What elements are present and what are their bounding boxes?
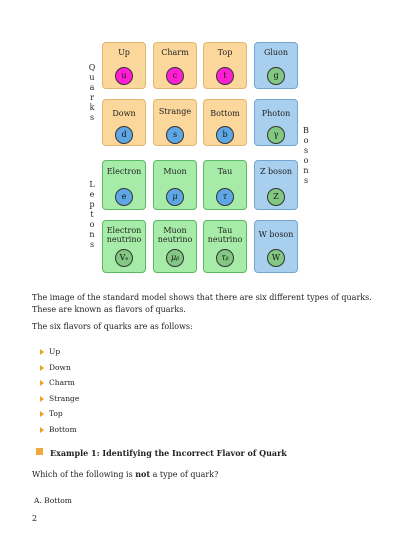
bullet-arrow-icon [40, 380, 44, 386]
card-name-line1: Tau [217, 226, 233, 235]
card-electron: Electron e [102, 160, 146, 210]
card-name: Electron [106, 167, 142, 176]
card-name: Strange [158, 107, 192, 116]
particle-symbol: d [115, 126, 133, 144]
card-name: Electron neutrino [103, 226, 145, 244]
particle-symbol: b [216, 126, 234, 144]
card-photon: Photon γ [254, 99, 298, 146]
bullet-arrow-icon [40, 349, 44, 355]
card-strange-quark: Strange s [153, 99, 197, 146]
card-name: Down [112, 109, 136, 118]
card-name: Gluon [263, 48, 289, 57]
quarks-label: Q u a r k s [88, 63, 96, 122]
bosons-label: B o s o n s [303, 126, 309, 185]
example-square-icon [36, 448, 43, 455]
particle-symbol: τ [216, 188, 234, 206]
card-z-boson: Z boson Z [254, 160, 298, 210]
list-item: Top [40, 406, 79, 422]
card-name: Charm [161, 48, 189, 57]
particle-symbol: μ [166, 188, 184, 206]
page-number: 2 [32, 514, 38, 523]
card-name: Photon [261, 109, 291, 118]
card-name: Top [217, 48, 233, 57]
card-name-line1: Electron [106, 226, 142, 235]
particle-symbol: e [115, 188, 133, 206]
particle-symbol: u [115, 67, 133, 85]
card-w-boson: W boson W [254, 220, 298, 273]
bullet-arrow-icon [40, 426, 44, 433]
particle-symbol: s [166, 126, 184, 144]
list-item: Strange [40, 391, 79, 407]
particle-symbol: W [267, 249, 285, 267]
card-name: Muon neutrino [154, 226, 196, 244]
card-name: Up [118, 48, 130, 57]
list-item: Up [40, 344, 79, 360]
card-muon-neutrino: Muon neutrino μᵦ [153, 220, 197, 273]
bullet-arrow-icon [40, 364, 44, 371]
card-name: Tau [217, 167, 233, 176]
particle-symbol: Z [267, 188, 285, 206]
card-name: W boson [258, 230, 294, 239]
card-name: Bottom [210, 109, 240, 118]
card-top-quark: Top t [203, 42, 247, 89]
particle-symbol: Vₑ [115, 249, 133, 267]
intro-paragraph: The image of the standard model shows th… [32, 293, 372, 314]
card-electron-neutrino: Electron neutrino Vₑ [102, 220, 146, 273]
card-down-quark: Down d [102, 99, 146, 146]
flavors-intro: The six flavors of quarks are as follows… [32, 322, 193, 331]
card-tau: Tau τ [203, 160, 247, 210]
bullet-arrow-icon [40, 395, 44, 402]
particle-symbol: t [216, 67, 234, 85]
card-name-line2: neutrino [106, 235, 142, 244]
card-name: Z boson [259, 167, 293, 176]
list-item: Down [40, 360, 79, 376]
particle-symbol: μᵦ [166, 249, 184, 267]
particle-symbol: γ [267, 126, 285, 144]
answer-option-a[interactable]: A. Bottom [34, 496, 72, 505]
list-item: Bottom [40, 422, 79, 438]
question-text: Which of the following is not a type of … [32, 469, 219, 479]
particle-symbol: g [267, 67, 285, 85]
card-name-line1: Muon [163, 226, 187, 235]
card-tau-neutrino: Tau neutrino τᵦ [203, 220, 247, 273]
quark-flavor-list: Up Down Charm Strange Top Bottom [40, 344, 79, 437]
card-gluon: Gluon g [254, 42, 298, 89]
particle-symbol: c [166, 67, 184, 85]
card-bottom-quark: Bottom b [203, 99, 247, 146]
card-muon: Muon μ [153, 160, 197, 210]
example-title: Example 1: Identifying the Incorrect Fla… [50, 448, 287, 458]
card-name-line2: neutrino [207, 235, 243, 244]
card-charm-quark: Charm c [153, 42, 197, 89]
card-name-line2: neutrino [157, 235, 193, 244]
particle-symbol: τᵦ [216, 249, 234, 267]
bullet-arrow-icon [40, 411, 44, 417]
leptons-label: L e p t o n s [89, 180, 95, 249]
standard-model-diagram: Up u Charm c Top t Gluon g Down d Strang… [102, 42, 302, 274]
list-item: Charm [40, 375, 79, 391]
card-name: Muon [163, 167, 187, 176]
card-up-quark: Up u [102, 42, 146, 89]
card-name: Tau neutrino [204, 226, 246, 244]
